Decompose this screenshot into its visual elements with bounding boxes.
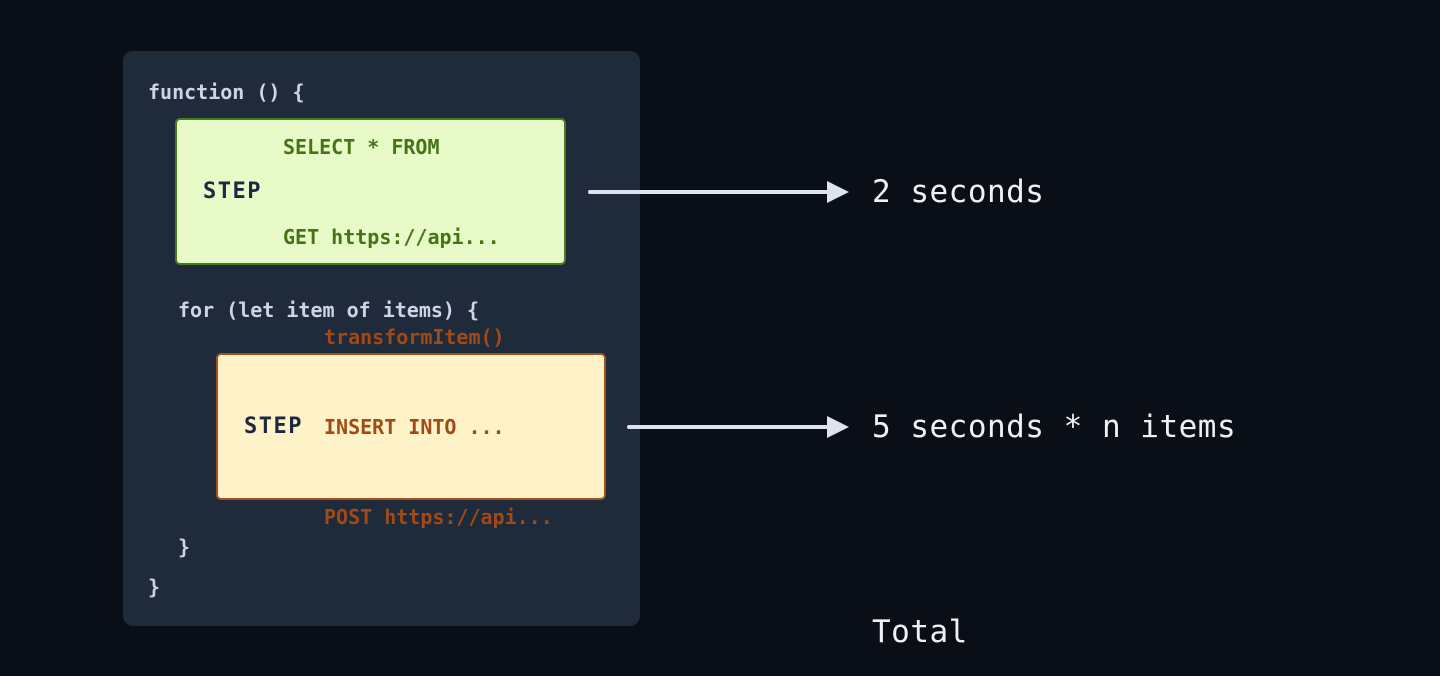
total-summary: Total 100 items = 502 seconds [872,532,1313,676]
step2-arrow-line [627,425,828,429]
step1-duration-label: 2 seconds [872,174,1045,210]
step-extract-line-1: SELECT * FROM [282,134,440,159]
step-label: STEP [203,179,262,204]
step2-arrowhead-icon [827,416,849,438]
step-load-code: transformItem() INSERT INTO ... POST htt… [324,262,553,592]
step1-arrow-line [588,190,828,194]
step-load-line-3: POST https://api... [323,504,553,529]
code-panel: function () { STEP SELECT * FROM GET htt… [123,51,640,626]
step-extract-code: SELECT * FROM GET https://api... [283,72,500,312]
code-line-close-outer: } [148,575,161,599]
step-box-extract: STEP SELECT * FROM GET https://api... [175,118,566,265]
total-label: Total [872,614,968,650]
step2-duration-label: 5 seconds * n items [872,409,1237,445]
step1-arrowhead-icon [827,181,849,203]
step-box-load: STEP transformItem() INSERT INTO ... POS… [216,325,606,529]
code-line-close-inner: } [178,535,191,559]
step-label: STEP [244,414,303,439]
code-line-for-open: for (let item of items) { [178,298,480,322]
step-extract-line-2: GET https://api... [282,224,500,249]
step-load-line-2: INSERT INTO ... [323,414,505,439]
code-line-function-open: function () { [148,80,305,104]
step-load-line-1: transformItem() [323,324,505,349]
